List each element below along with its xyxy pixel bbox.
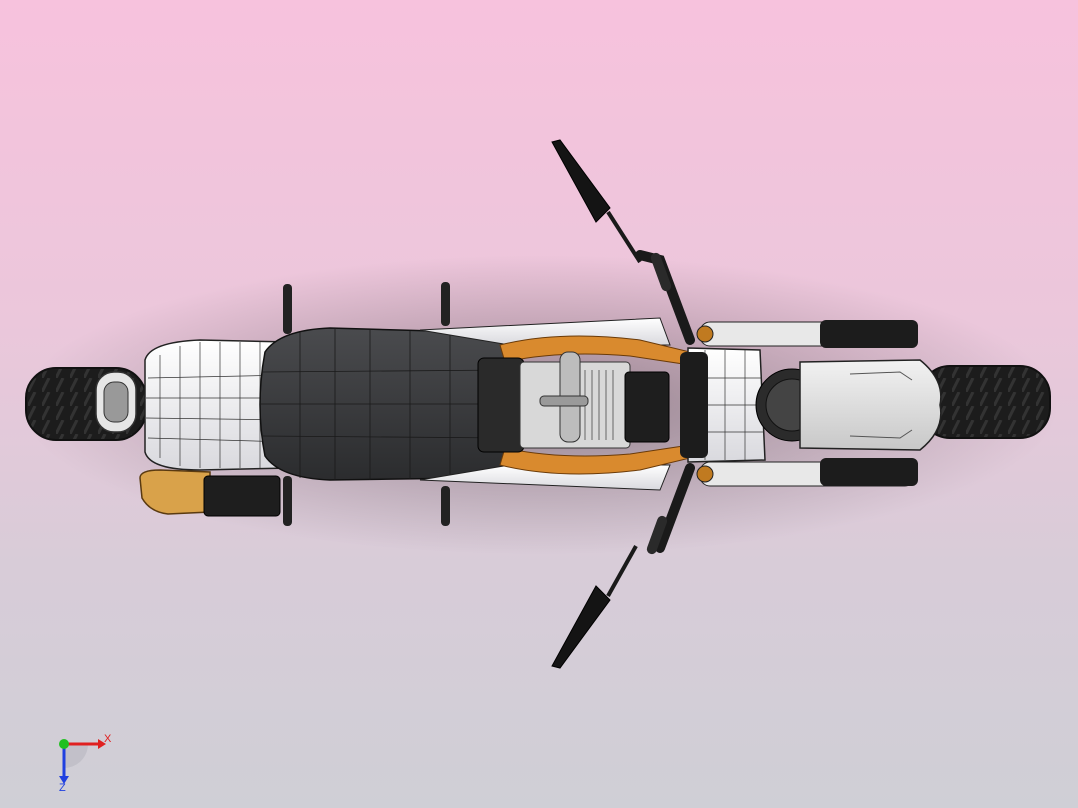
x-axis-arrow xyxy=(98,739,106,749)
x-axis-label: X xyxy=(104,733,112,745)
axis-triad: X Z xyxy=(59,733,112,792)
handlebar-left[interactable] xyxy=(635,250,695,345)
y-axis-dot xyxy=(59,739,69,749)
rear-hub[interactable] xyxy=(95,371,137,433)
handlebar-right[interactable] xyxy=(645,463,695,556)
front-fender[interactable] xyxy=(799,359,942,451)
front-cowl[interactable] xyxy=(680,347,766,463)
z-axis-label: Z xyxy=(59,782,66,792)
exhaust-muffler[interactable] xyxy=(139,469,281,517)
z-axis-arrow xyxy=(59,776,69,784)
rear-footpegs[interactable] xyxy=(283,282,450,526)
front-forks[interactable] xyxy=(696,320,918,487)
seat[interactable] xyxy=(259,327,511,481)
mirror-right[interactable] xyxy=(551,545,638,669)
engine[interactable] xyxy=(477,351,670,453)
mirror-left[interactable] xyxy=(551,139,642,264)
